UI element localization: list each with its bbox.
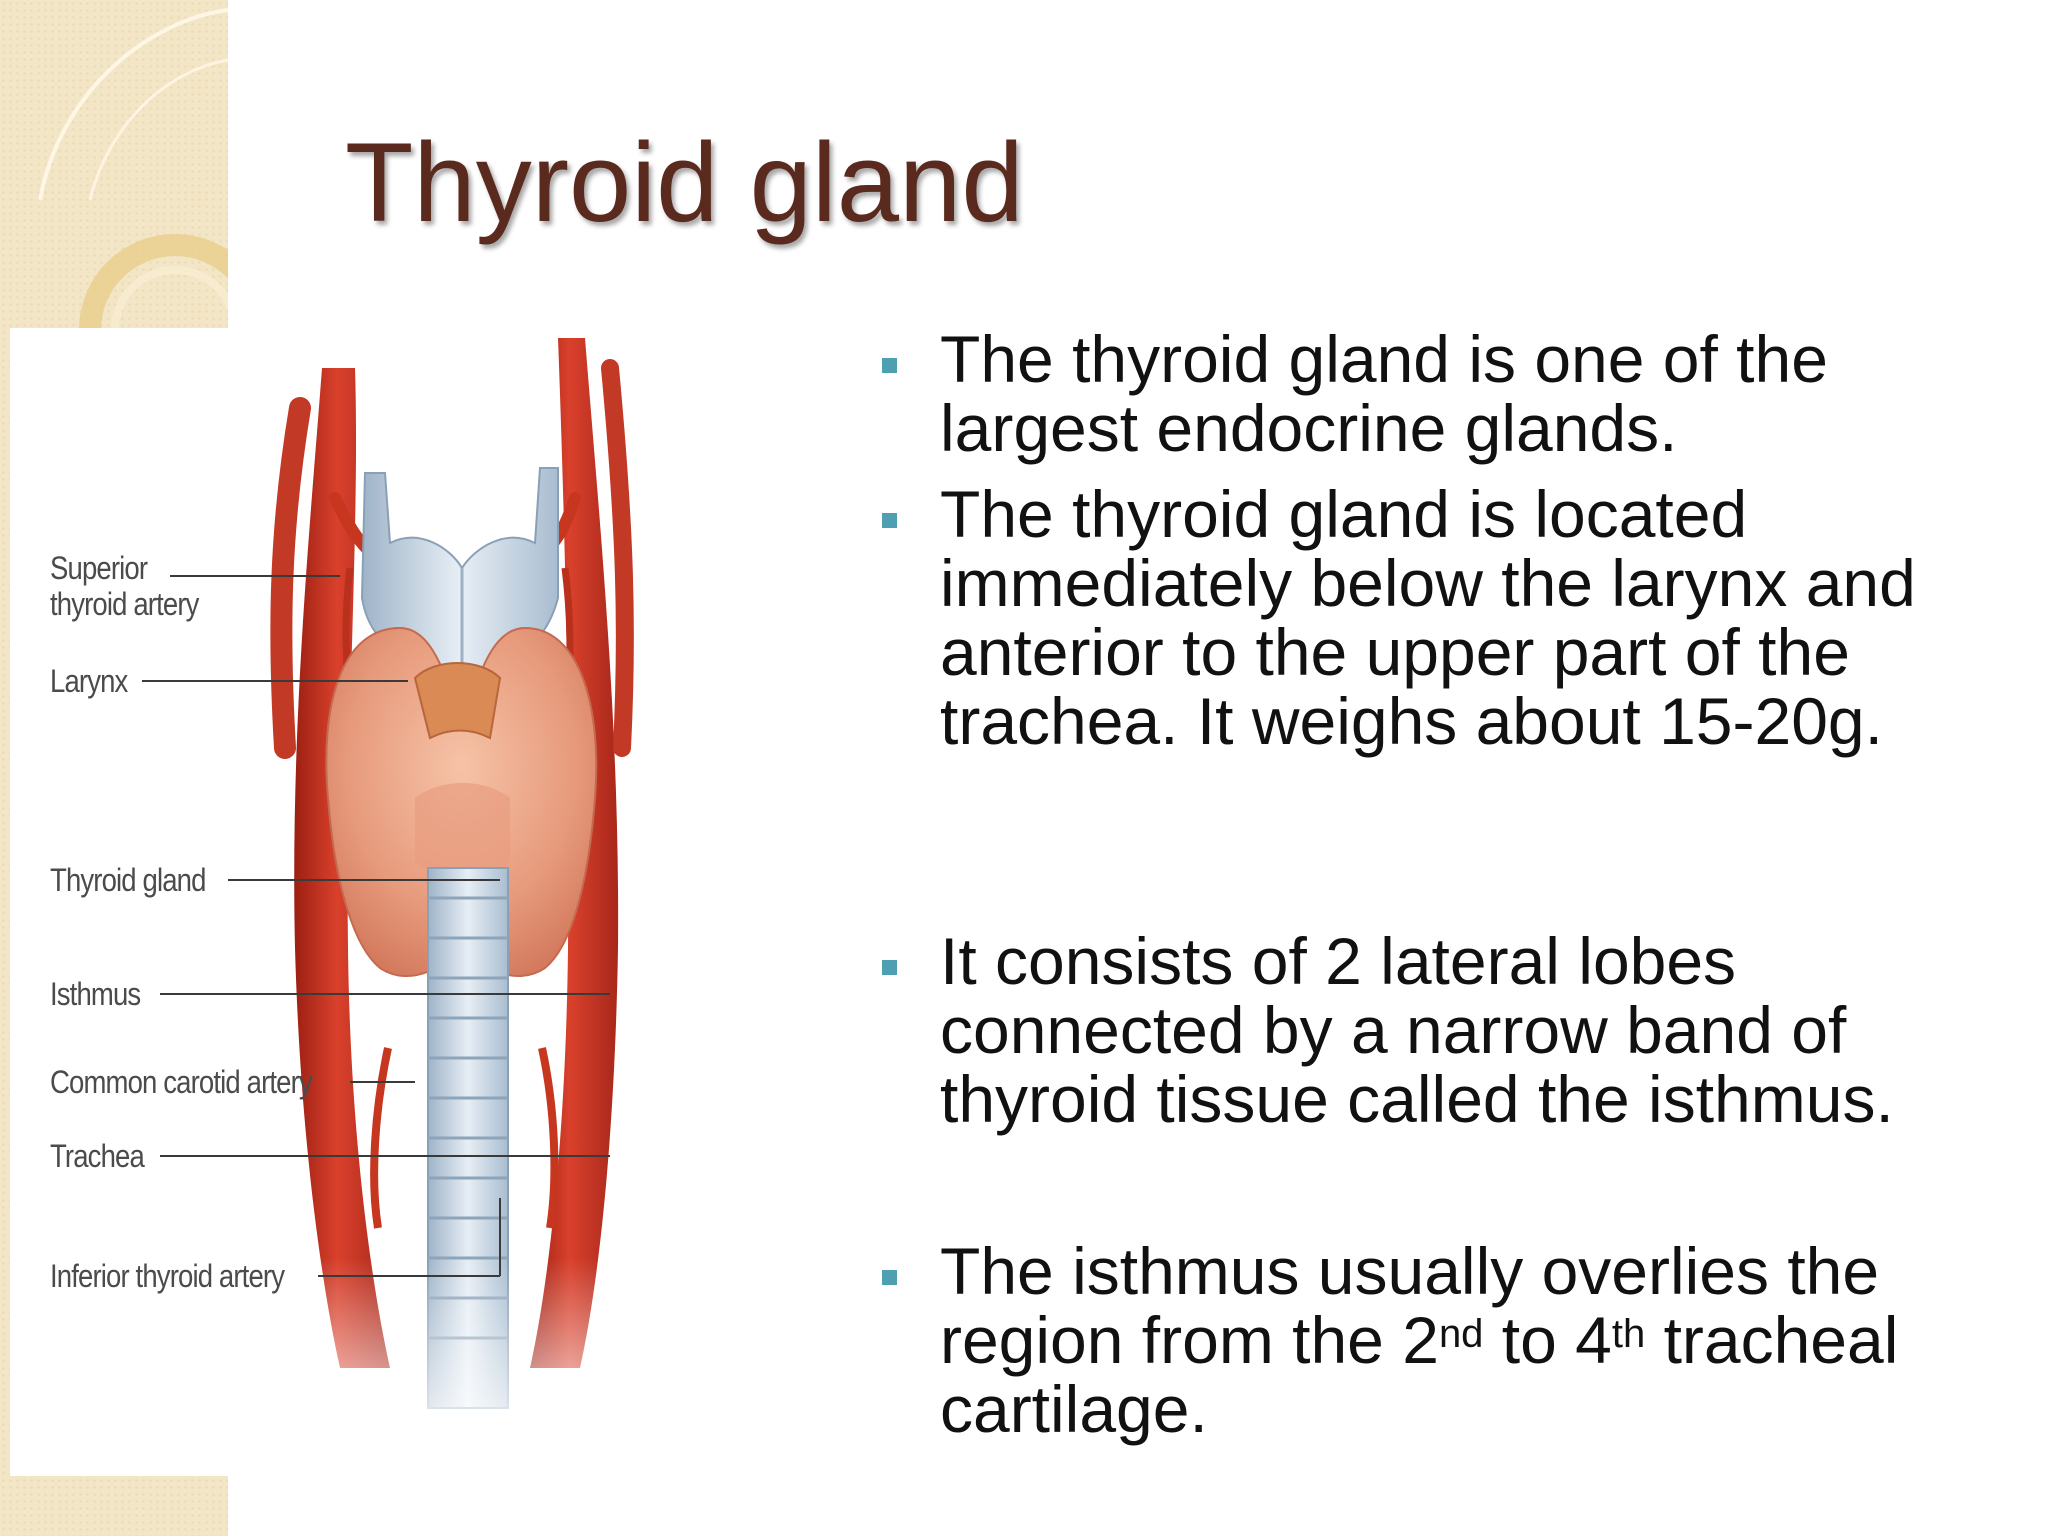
label-inferior-thyroid-artery: Inferior thyroid artery [50,1258,285,1294]
thyroid-anatomy-figure: Superior thyroid artery Larynx Thyroid g… [10,328,825,1476]
square-bullet-icon [882,513,897,528]
thyroid-anatomy-illustration [142,338,680,1476]
square-bullet-icon [882,1270,897,1285]
label-superior-thyroid-artery-line1: Superior [50,550,148,586]
bullet-text: The thyroid gland is located immediately… [940,477,1916,758]
bullet-text-part: to 4 [1483,1303,1612,1377]
superscript-th: th [1611,1312,1646,1356]
square-bullet-icon [882,960,897,975]
label-thyroid-gland: Thyroid gland [50,862,206,898]
bullet-text: The thyroid gland is one of the largest … [940,322,1828,465]
square-bullet-icon [882,358,897,373]
bullet-text: The isthmus usually overlies the region … [940,1237,2000,1444]
bullet-text: It consists of 2 lateral lobes connected… [940,924,1894,1136]
label-larynx: Larynx [50,663,128,699]
superscript-nd: nd [1438,1312,1484,1356]
label-common-carotid-artery: Common carotid artery [50,1064,313,1100]
slide-title: Thyroid gland [345,120,1024,245]
bullet-text-part: tracheal cartilage. [940,1303,1899,1446]
label-trachea: Trachea [50,1138,145,1174]
bullet-text-part: The isthmus usually overlies the region … [940,1234,1880,1377]
label-superior-thyroid-artery-line2: thyroid artery [50,586,199,622]
label-isthmus: Isthmus [50,976,141,1012]
